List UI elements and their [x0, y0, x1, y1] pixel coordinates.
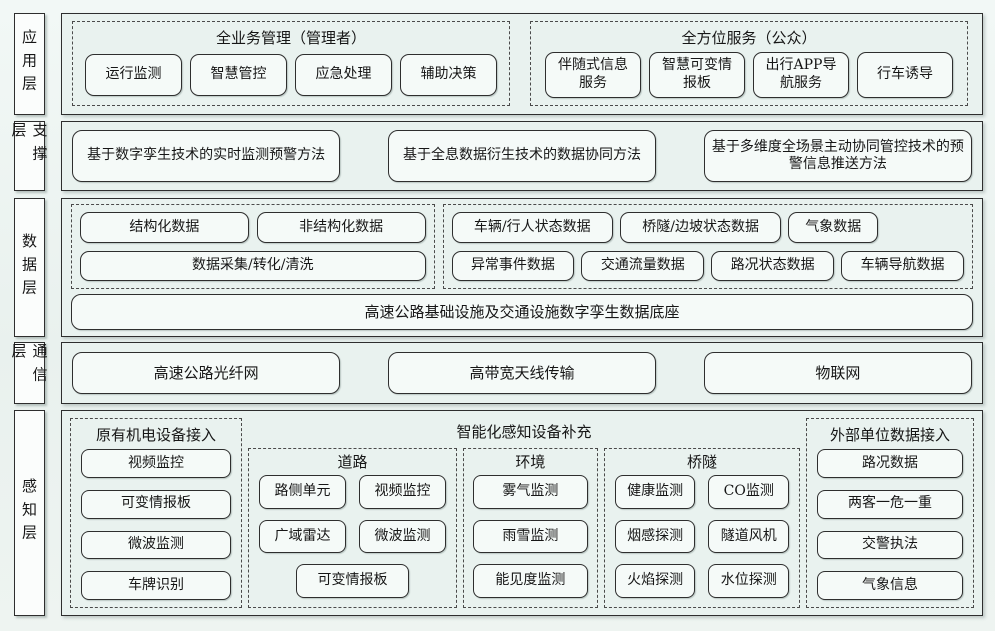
bridge-tunnel-items: 健康监测 CO监测 烟感探测 隧道风机 火焰探测 水位探测	[611, 472, 793, 601]
box-co-monitoring: CO监测	[708, 475, 789, 509]
box-variable-message-sign: 可变情报板	[81, 489, 231, 519]
group-public-service: 全方位服务（公众） 伴随式信息服务 智慧可变情报板 出行APP导航服务 行车诱导	[530, 21, 968, 106]
box-smoke-detection: 烟感探测	[614, 519, 696, 554]
business-management-items: 运行监测 智慧管控 应急处理 辅助决策	[73, 48, 509, 105]
group-title-smart-sensing: 智能化感知设备补充	[456, 423, 592, 441]
box-structured-data: 结构化数据	[80, 212, 249, 243]
layer-label-application: 应用层	[14, 13, 45, 115]
box-digital-twin-monitoring-method: 基于数字孪生技术的实时监测预警方法	[72, 130, 341, 182]
subgroup-road: 道路 路侧单元 视频监控 广域雷达 微波监测 可变情报板	[248, 448, 457, 608]
box-driving-guidance: 行车诱导	[857, 51, 953, 98]
box-travel-app-navigation: 出行APP导航服务	[753, 51, 849, 98]
road-items: 路侧单元 视频监控 广域雷达 微波监测 可变情报板	[255, 472, 450, 601]
box-digital-twin-data-base: 高速公路基础设施及交通设施数字孪生数据底座	[71, 294, 973, 330]
box-license-plate-recognition: 车牌识别	[81, 571, 231, 600]
box-microwave-monitoring: 微波监测	[81, 530, 231, 560]
group-title-external-data: 外部单位数据接入	[829, 426, 950, 444]
public-service-items: 伴随式信息服务 智慧可变情报板 出行APP导航服务 行车诱导	[531, 48, 967, 105]
box-accompanying-info-service: 伴随式信息服务	[545, 51, 641, 98]
group-legacy-equipment: 原有机电设备接入 视频监控 可变情报板 微波监测 车牌识别	[70, 418, 242, 608]
box-flame-detection: 火焰探测	[614, 564, 696, 598]
subgroup-bridge-tunnel: 桥隧 健康监测 CO监测 烟感探测 隧道风机 火焰探测 水位探测	[603, 448, 800, 608]
group-title-business-management: 全业务管理（管理者）	[215, 29, 366, 47]
box-two-passenger-one-danger-one-heavy: 两客一危一重	[817, 489, 963, 519]
domain-data-row-1: 车辆/行人状态数据 桥隧/边坡状态数据 气象数据	[451, 212, 965, 243]
perception-layer-row: 感知层 原有机电设备接入 视频监控 可变情报板 微波监测 车牌识别 智能化感知设…	[14, 410, 983, 616]
box-holographic-data-collaboration-method: 基于全息数据衍生技术的数据协同方法	[387, 130, 657, 182]
layer-label-support: 支撑层	[10, 121, 49, 191]
group-title-legacy-equipment: 原有机电设备接入	[95, 426, 216, 444]
subgroup-title-environment: 环境	[515, 453, 546, 471]
box-road-condition-data: 路况状态数据	[711, 250, 835, 281]
box-iot: 物联网	[703, 352, 972, 394]
data-processing-row: 数据采集/转化/清洗	[80, 250, 426, 281]
subgroup-title-road: 道路	[337, 453, 368, 471]
box-health-monitoring: 健康监测	[614, 475, 696, 509]
box-video-surveillance: 视频监控	[81, 449, 231, 478]
box-wide-area-radar: 广域雷达	[259, 519, 346, 554]
layer-label-communication: 通信层	[10, 342, 49, 404]
group-domain-data: 车辆/行人状态数据 桥隧/边坡状态数据 气象数据 异常事件数据 交通流量数据 路…	[442, 204, 973, 289]
smart-sensing-subgroups: 道路 路侧单元 视频监控 广域雷达 微波监测 可变情报板 环境 雾气监测	[248, 448, 800, 608]
perception-layer-container: 原有机电设备接入 视频监控 可变情报板 微波监测 车牌识别 智能化感知设备补充 …	[61, 410, 983, 616]
layer-label-data: 数据层	[14, 198, 45, 337]
data-layer-container: 结构化数据 非结构化数据 数据采集/转化/清洗 车辆/行人状态数据 桥隧/边坡状…	[61, 198, 983, 337]
box-traffic-police-enforcement: 交警执法	[817, 530, 963, 560]
box-fog-monitoring: 雾气监测	[472, 475, 588, 509]
box-tunnel-fan: 隧道风机	[708, 519, 789, 554]
group-structured-data: 结构化数据 非结构化数据 数据采集/转化/清洗	[71, 204, 435, 289]
domain-data-row-2: 异常事件数据 交通流量数据 路况状态数据 车辆导航数据	[451, 250, 964, 281]
box-traffic-flow-data: 交通流量数据	[581, 250, 705, 281]
data-layer-top: 结构化数据 非结构化数据 数据采集/转化/清洗 车辆/行人状态数据 桥隧/边坡状…	[71, 204, 973, 289]
box-water-level-detection: 水位探测	[708, 564, 789, 598]
structured-data-row: 结构化数据 非结构化数据	[80, 212, 426, 243]
box-high-bandwidth-antenna: 高带宽天线传输	[387, 352, 657, 394]
box-emergency-handling: 应急处理	[295, 53, 392, 96]
support-layer-row: 支撑层 基于数字孪生技术的实时监测预警方法 基于全息数据衍生技术的数据协同方法 …	[10, 121, 983, 191]
box-vehicle-pedestrian-status-data: 车辆/行人状态数据	[451, 212, 613, 243]
box-multi-dimension-warning-push-method: 基于多维度全场景主动协同管控技术的预警信息推送方法	[703, 130, 972, 182]
box-external-road-condition-data: 路况数据	[817, 449, 963, 478]
environment-items: 雾气监测 雨雪监测 能见度监测	[472, 472, 588, 601]
box-smart-variable-message-sign: 智慧可变情报板	[649, 51, 745, 98]
box-abnormal-event-data: 异常事件数据	[451, 250, 575, 281]
application-layer-container: 全业务管理（管理者） 运行监测 智慧管控 应急处理 辅助决策 全方位服务（公众）…	[61, 13, 983, 115]
application-layer-row: 应用层 全业务管理（管理者） 运行监测 智慧管控 应急处理 辅助决策 全方位服务…	[14, 13, 983, 115]
box-vehicle-navigation-data: 车辆导航数据	[841, 250, 964, 281]
box-weather-info: 气象信息	[817, 571, 963, 600]
communication-layer-row: 通信层 高速公路光纤网 高带宽天线传输 物联网	[10, 342, 983, 404]
box-rain-snow-monitoring: 雨雪监测	[472, 519, 588, 554]
box-visibility-monitoring: 能见度监测	[472, 564, 588, 599]
box-unstructured-data: 非结构化数据	[256, 212, 426, 243]
box-smart-management: 智慧管控	[190, 53, 287, 96]
layer-label-perception: 感知层	[14, 410, 45, 616]
support-layer-container: 基于数字孪生技术的实时监测预警方法 基于全息数据衍生技术的数据协同方法 基于多维…	[61, 121, 983, 191]
box-decision-support: 辅助决策	[400, 53, 497, 96]
data-layer-row: 数据层 结构化数据 非结构化数据 数据采集/转化/清洗 车辆/行人状态数据 桥隧…	[14, 198, 983, 337]
communication-layer-container: 高速公路光纤网 高带宽天线传输 物联网	[61, 342, 983, 404]
box-highway-fiber-network: 高速公路光纤网	[72, 352, 341, 394]
group-external-data: 外部单位数据接入 路况数据 两客一危一重 交警执法 气象信息	[806, 418, 974, 608]
box-road-variable-message-sign: 可变情报板	[296, 564, 409, 598]
group-business-management: 全业务管理（管理者） 运行监测 智慧管控 应急处理 辅助决策	[72, 21, 510, 106]
box-road-microwave-monitoring: 微波监测	[358, 519, 446, 554]
subgroup-environment: 环境 雾气监测 雨雪监测 能见度监测	[462, 448, 598, 608]
box-weather-data: 气象数据	[788, 212, 879, 243]
box-roadside-unit: 路侧单元	[259, 475, 346, 509]
box-operation-monitoring: 运行监测	[85, 53, 182, 96]
group-title-public-service: 全方位服务（公众）	[681, 29, 817, 47]
box-data-collection-cleaning: 数据采集/转化/清洗	[80, 250, 426, 281]
box-bridge-slope-status-data: 桥隧/边坡状态数据	[619, 212, 782, 243]
box-road-video-surveillance: 视频监控	[358, 475, 446, 509]
subgroup-title-bridge-tunnel: 桥隧	[686, 453, 717, 471]
group-smart-sensing: 智能化感知设备补充 道路 路侧单元 视频监控 广域雷达 微波监测 可变情报板	[248, 418, 800, 608]
